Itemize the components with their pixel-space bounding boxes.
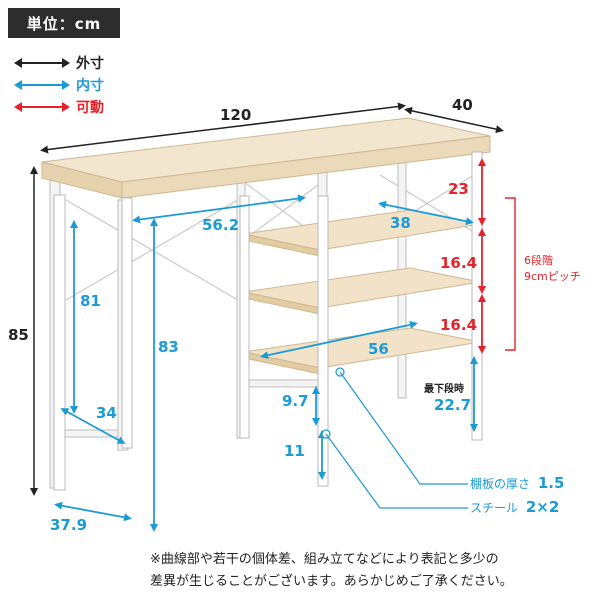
board-thickness-callout: 棚板の厚さ 1.5 xyxy=(470,474,564,492)
tabletop xyxy=(41,117,491,199)
legend-inner-label: 内寸 xyxy=(76,78,104,94)
inner-height-left-label: 81 xyxy=(80,292,101,310)
inner-depth-side-label: 34 xyxy=(96,404,117,422)
board-thickness-label: 棚板の厚さ xyxy=(470,477,531,491)
foot-height-label: 11 xyxy=(284,442,305,460)
legend-movable: 可動 xyxy=(14,96,104,118)
shelf-width-label: 56 xyxy=(368,340,389,358)
top-gap-label: 23 xyxy=(448,180,469,198)
movable-arrows xyxy=(478,158,516,354)
inner-dimension-arrows xyxy=(54,194,478,532)
legend-inner: 内寸 xyxy=(14,74,104,96)
red-double-arrow-icon xyxy=(14,102,70,112)
depth-label: 40 xyxy=(452,96,473,114)
steel-label: スチール xyxy=(470,501,519,515)
shelf-gap-1-label: 16.4 xyxy=(440,254,478,272)
lowest-shelf-height-label: 22.7 xyxy=(434,396,472,414)
height-label: 85 xyxy=(8,326,29,344)
steel-callout: スチール 2×2 xyxy=(470,498,559,516)
note-line-2: 差異が生じることがございます。あらかじめご了承ください。 xyxy=(150,574,513,589)
board-thickness-value: 1.5 xyxy=(537,474,565,492)
adjust-pitch-label: 9cmピッチ xyxy=(524,270,581,283)
inner-height-desk-label: 83 xyxy=(158,338,179,356)
inner-width-desk-label: 56.2 xyxy=(202,216,240,234)
legend-outer-label: 外寸 xyxy=(76,56,104,72)
black-double-arrow-icon xyxy=(14,58,70,68)
lowest-shelf-caption: 最下段時 xyxy=(424,384,464,395)
callout-lines xyxy=(321,367,468,509)
adjust-steps-label: 6段階 xyxy=(524,254,553,267)
legend-movable-label: 可動 xyxy=(76,100,104,116)
blue-double-arrow-icon xyxy=(14,80,70,90)
outer-dimension-arrows xyxy=(30,102,504,496)
note-line-1: ※曲線部や若干の個体差、組み立てなどにより表記と多少の xyxy=(150,552,499,567)
width-label: 120 xyxy=(220,106,252,124)
unit-label: 単位：cm xyxy=(8,8,120,38)
shelf-gap-2-label: 16.4 xyxy=(440,316,478,334)
steel-value: 2×2 xyxy=(525,498,560,516)
bottom-shelf-height-label: 9.7 xyxy=(282,392,309,410)
shelf-depth-label: 38 xyxy=(390,214,411,232)
shelves xyxy=(243,209,481,375)
legend-outer: 外寸 xyxy=(14,52,104,74)
inner-depth-bottom-label: 37.9 xyxy=(50,516,88,534)
